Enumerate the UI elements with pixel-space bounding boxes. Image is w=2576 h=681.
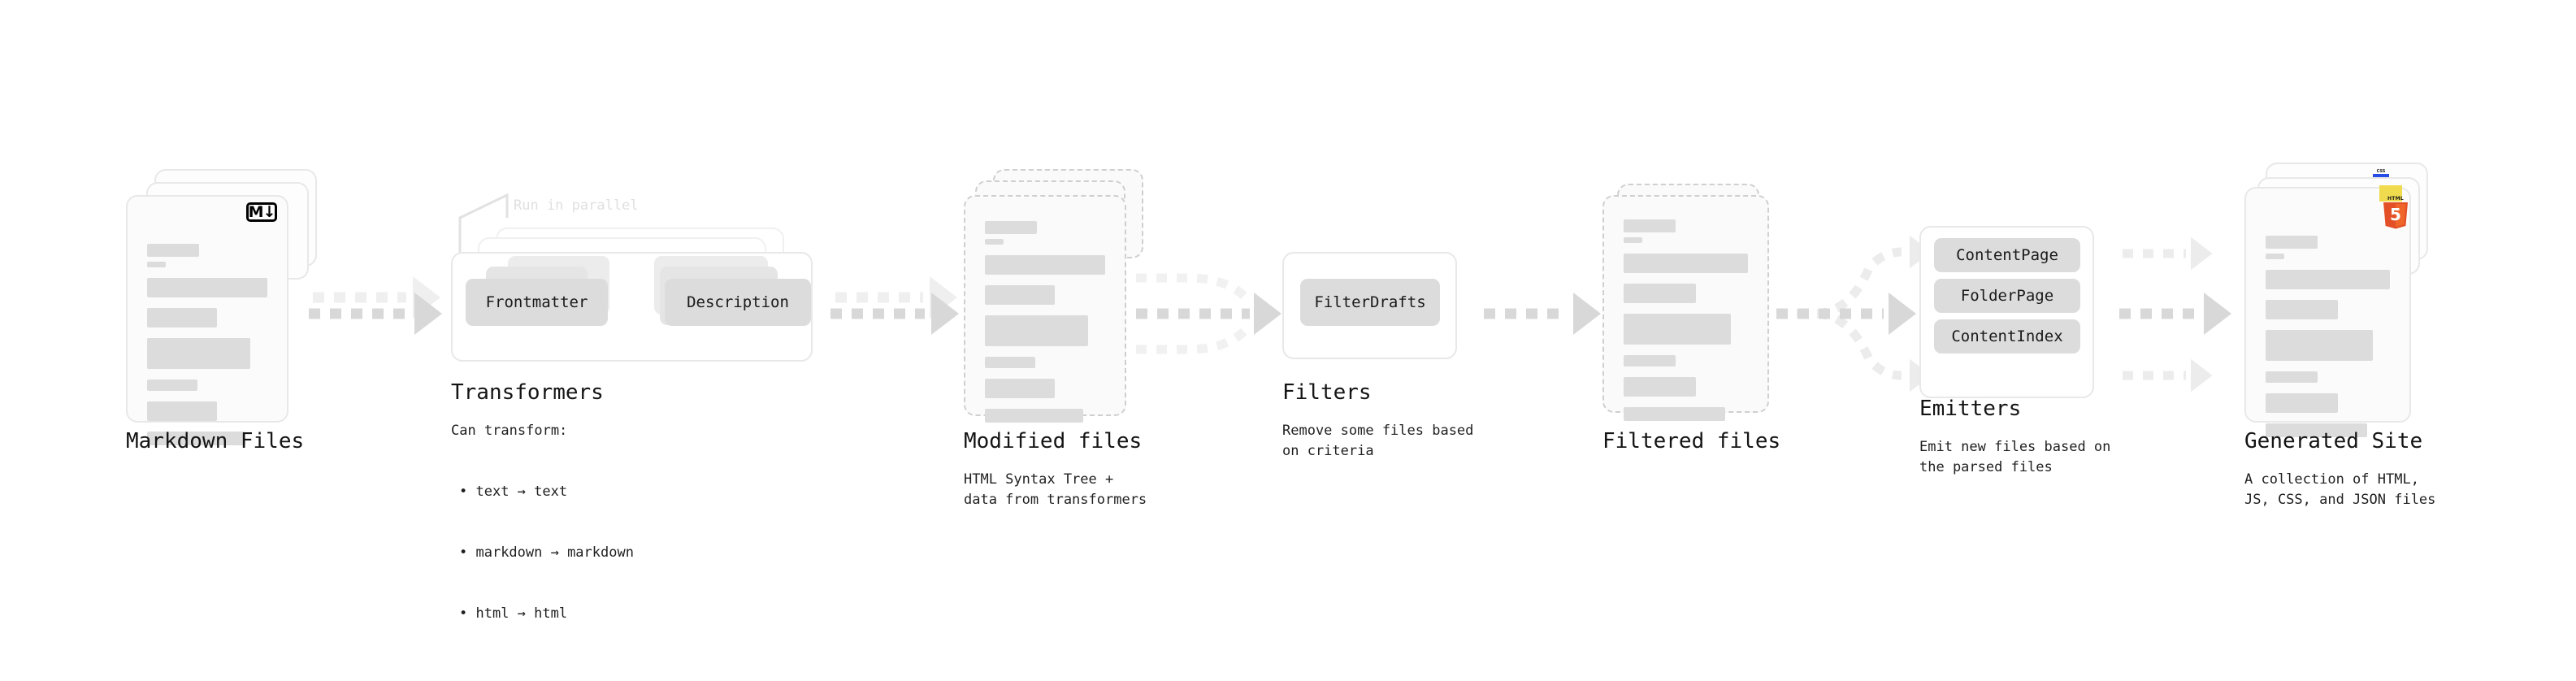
parallel-label: Run in parallel (514, 197, 639, 214)
css3-icon: CSS (2373, 169, 2389, 177)
arrow-filtered-to-emitters (1776, 235, 1932, 393)
frontmatter-chip[interactable]: Frontmatter (466, 279, 608, 326)
filtered-doc-bars (1624, 219, 1748, 421)
arrow-emitters-to-site (2119, 236, 2231, 393)
html5-icon: HTML 5 (2383, 196, 2408, 229)
transformers-bullets: • text → text • markdown → markdown • ht… (459, 441, 634, 665)
filtered-doc-front (1602, 195, 1769, 421)
js-icon (2379, 185, 2402, 202)
markdown-doc-bars (147, 244, 267, 445)
transformers-subtitle: Can transform: (451, 423, 568, 439)
svg-text:5: 5 (2390, 205, 2401, 224)
description-chip[interactable]: Description (665, 279, 811, 326)
contentpage-chip-label: ContentPage (1956, 246, 2058, 264)
frontmatter-chip-label: Frontmatter (485, 293, 588, 311)
transformer-bullet-2: • markdown → markdown (459, 544, 634, 561)
contentindex-chip[interactable]: ContentIndex (1934, 319, 2080, 354)
modified-files-subtitle: HTML Syntax Tree + data from transformer… (964, 471, 1147, 508)
filterdrafts-chip-label: FilterDrafts (1314, 293, 1426, 311)
markdown-icon: M↓ (246, 202, 277, 222)
generated-site-subtitle: A collection of HTML, JS, CSS, and JSON … (2244, 471, 2436, 508)
emitters-title: Emitters (1919, 397, 2022, 421)
svg-text:HTML: HTML (2387, 196, 2404, 202)
generated-site-title: Generated Site (2244, 429, 2423, 453)
contentpage-chip[interactable]: ContentPage (1934, 238, 2080, 272)
folderpage-chip[interactable]: FolderPage (1934, 279, 2080, 313)
contentindex-chip-label: ContentIndex (1951, 327, 2063, 345)
transformer-bullet-1: • text → text (459, 484, 568, 500)
markdown-doc-front (126, 195, 288, 445)
markdown-files-title: Markdown Files (126, 429, 305, 453)
transformers-title: Transformers (451, 380, 604, 405)
filters-title: Filters (1282, 380, 1372, 405)
arrow-filters-to-filtered (1484, 293, 1601, 335)
site-doc-bars (2266, 236, 2390, 437)
svg-text:CSS: CSS (2377, 169, 2386, 174)
modified-files-title: Modified files (964, 429, 1143, 453)
transformer-bullet-3: • html → html (459, 605, 568, 622)
modified-doc-bars (985, 221, 1105, 423)
filters-subtitle: Remove some files based on criteria (1282, 423, 1474, 459)
arrow-markdown-to-transformers (309, 276, 442, 335)
site-doc-front (2244, 187, 2411, 437)
filterdrafts-chip[interactable]: FilterDrafts (1300, 279, 1440, 326)
arrow-modified-to-filters (1136, 273, 1281, 354)
folderpage-chip-label: FolderPage (1960, 287, 2054, 305)
modified-doc-front (964, 195, 1126, 423)
markdown-icon-label: M↓ (248, 202, 276, 221)
description-chip-label: Description (687, 293, 789, 311)
arrow-transformers-to-modified (830, 276, 959, 335)
filtered-files-title: Filtered files (1602, 429, 1781, 453)
emitters-subtitle: Emit new files based on the parsed files (1919, 439, 2111, 475)
